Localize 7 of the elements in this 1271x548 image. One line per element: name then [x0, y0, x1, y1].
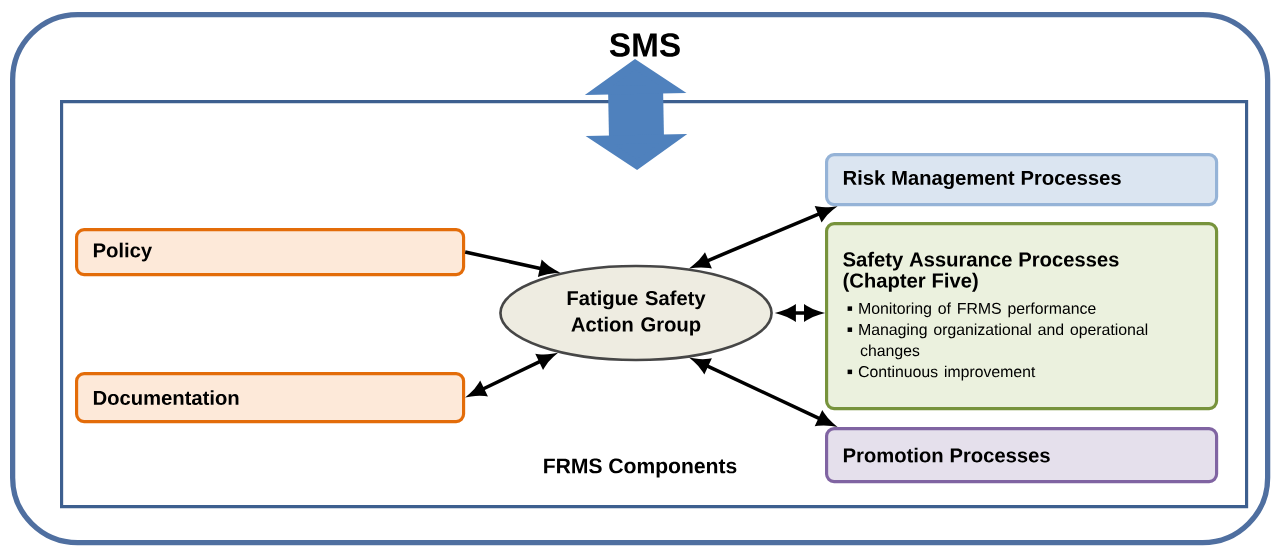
process-box: Policy [75, 228, 466, 277]
process-box: Safety Assurance Processes (Chapter Five) Monitoring of FRMS performance Managing organizational and operational changes Continuous improvement [825, 222, 1219, 411]
process-box: Documentation [75, 372, 466, 424]
heading: SMS [609, 33, 680, 57]
process-box: Risk Management Processes [825, 153, 1219, 207]
section-label: FRMS Components [544, 458, 737, 478]
process-box: Promotion Processes [825, 427, 1219, 484]
